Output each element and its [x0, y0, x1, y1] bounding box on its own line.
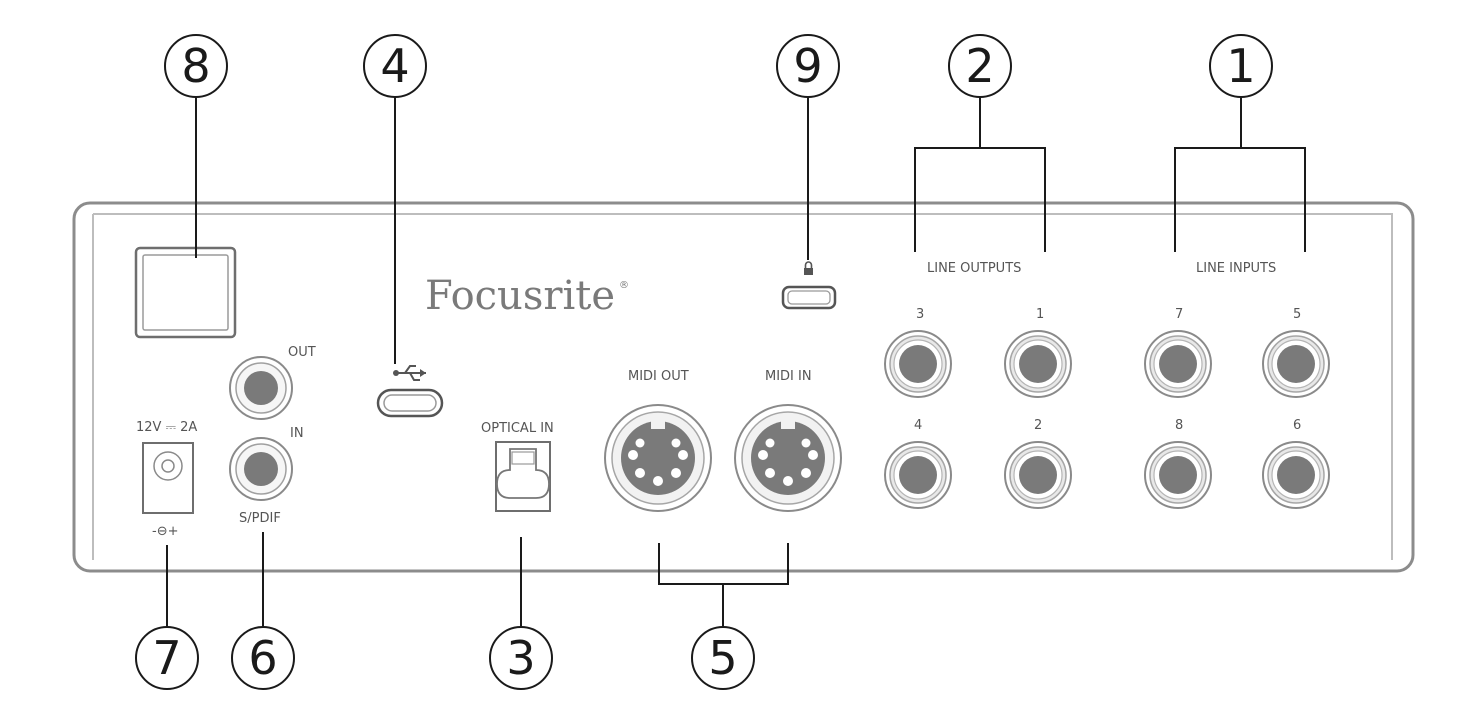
- callout-8: 8: [164, 34, 228, 98]
- jack-label-out2: 2: [1034, 418, 1042, 433]
- svg-text:4: 4: [380, 39, 409, 93]
- power-switch[interactable]: [134, 246, 237, 339]
- callout-6: 6: [231, 626, 295, 690]
- svg-text:6: 6: [248, 631, 277, 685]
- brand-logo: Focusrite: [425, 273, 615, 319]
- line-output-3-jack[interactable]: [884, 330, 952, 398]
- rear-panel: [72, 201, 1415, 573]
- line-outputs-label: LINE OUTPUTS: [927, 261, 1021, 276]
- jack-label-out1: 1: [1036, 307, 1044, 322]
- svg-text:3: 3: [506, 631, 535, 685]
- line-input-5-jack[interactable]: [1262, 330, 1330, 398]
- jack-label-out4: 4: [914, 418, 922, 433]
- midi-in-label: MIDI IN: [765, 369, 812, 384]
- svg-text:7: 7: [152, 631, 181, 685]
- power-rating-label: 12V ⎓ 2A: [136, 420, 197, 435]
- line-inputs-label: LINE INPUTS: [1196, 261, 1276, 276]
- usb-icon: [393, 365, 426, 381]
- spdif-out-jack[interactable]: [229, 356, 293, 420]
- line-input-6-jack[interactable]: [1262, 441, 1330, 509]
- spdif-in-label: IN: [290, 426, 304, 441]
- kensington-lock-slot[interactable]: [781, 285, 837, 310]
- polarity-label: -⊖+: [152, 524, 178, 539]
- line-output-4-jack[interactable]: [884, 441, 952, 509]
- jack-label-in7: 7: [1175, 307, 1183, 322]
- svg-text:9: 9: [793, 39, 822, 93]
- spdif-label: S/PDIF: [239, 511, 281, 526]
- svg-text:2: 2: [965, 39, 994, 93]
- callout-4: 4: [363, 34, 427, 98]
- spdif-out-label: OUT: [288, 345, 316, 360]
- line-output-2-jack[interactable]: [1004, 441, 1072, 509]
- jack-label-in8: 8: [1175, 418, 1183, 433]
- jack-label-in5: 5: [1293, 307, 1301, 322]
- midi-out-port[interactable]: [604, 404, 712, 512]
- line-input-7-jack[interactable]: [1144, 330, 1212, 398]
- callout-lines: [166, 97, 1306, 628]
- jack-label-in6: 6: [1293, 418, 1301, 433]
- midi-in-port[interactable]: [734, 404, 842, 512]
- callout-2: 2: [948, 34, 1012, 98]
- callout-7: 7: [135, 626, 199, 690]
- callout-3: 3: [489, 626, 553, 690]
- optical-in-port[interactable]: [495, 441, 551, 512]
- callout-9: 9: [776, 34, 840, 98]
- svg-text:5: 5: [708, 631, 737, 685]
- dc-power-input[interactable]: [142, 442, 194, 514]
- line-output-1-jack[interactable]: [1004, 330, 1072, 398]
- jack-label-out3: 3: [916, 307, 924, 322]
- spdif-in-jack[interactable]: [229, 437, 293, 501]
- midi-out-label: MIDI OUT: [628, 369, 689, 384]
- quarter-inch-jacks: [884, 330, 1330, 509]
- usb-c-port[interactable]: [376, 388, 444, 418]
- registered-mark: ®: [619, 280, 629, 291]
- optical-in-label: OPTICAL IN: [481, 421, 554, 436]
- line-input-8-jack[interactable]: [1144, 441, 1212, 509]
- callout-1: 1: [1209, 34, 1273, 98]
- svg-text:1: 1: [1226, 39, 1255, 93]
- lock-icon: [804, 261, 813, 275]
- callout-5: 5: [691, 626, 755, 690]
- svg-text:8: 8: [181, 39, 210, 93]
